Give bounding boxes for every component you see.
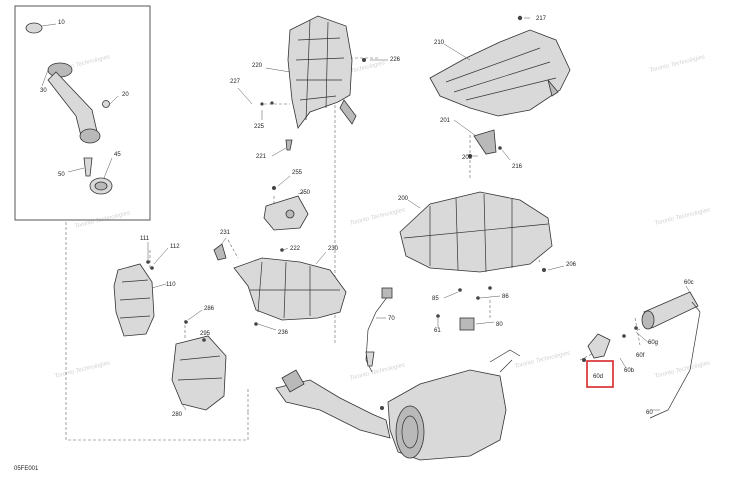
oxygen-sensor-70 bbox=[365, 287, 393, 373]
pipe-end-30 bbox=[79, 128, 101, 144]
diagram-code: 05FE001 bbox=[14, 466, 39, 472]
callout-210: 210 bbox=[434, 40, 445, 46]
callout-30: 30 bbox=[40, 88, 47, 94]
tailpipe-60 bbox=[582, 285, 701, 419]
callout-226: 226 bbox=[390, 57, 401, 63]
callout-222: 222 bbox=[290, 246, 301, 252]
watermark: Toronto Technologies bbox=[349, 362, 406, 382]
callout-60f: 60f bbox=[636, 353, 645, 359]
callout-231: 231 bbox=[220, 230, 231, 236]
callout-111: 111 bbox=[140, 236, 150, 242]
callout-206: 206 bbox=[566, 262, 577, 268]
callout-80: 80 bbox=[496, 322, 503, 328]
callout-60c: 60c bbox=[684, 280, 694, 286]
bracket-250 bbox=[263, 175, 309, 231]
callout-20: 20 bbox=[122, 92, 129, 98]
callout-230: 230 bbox=[328, 246, 339, 252]
highlight-60d bbox=[586, 360, 614, 388]
assembly-dashed-lines bbox=[65, 35, 641, 441]
exhaust-system bbox=[275, 349, 521, 461]
callout-221: 221 bbox=[256, 154, 267, 160]
heat-shield-230 bbox=[213, 237, 347, 331]
callout-200: 200 bbox=[398, 196, 409, 202]
callout-45: 45 bbox=[114, 152, 121, 158]
callout-112: 112 bbox=[170, 244, 180, 250]
callout-labels: 10 20 30 45 50 60 60b 60c 60d 60f 60g 61… bbox=[14, 16, 694, 472]
callout-86: 86 bbox=[502, 294, 509, 300]
sensor-50 bbox=[83, 157, 93, 177]
callout-295: 295 bbox=[200, 331, 211, 337]
bracket-group-80 bbox=[436, 286, 501, 331]
gasket-10 bbox=[25, 22, 43, 34]
catalyst-cover-200 bbox=[399, 191, 565, 273]
callout-60: 60 bbox=[646, 410, 653, 416]
callout-220: 220 bbox=[252, 63, 263, 69]
watermark: Toronto Technologies bbox=[54, 360, 111, 380]
callout-110: 110 bbox=[166, 282, 176, 288]
callout-227: 227 bbox=[230, 79, 241, 85]
upper-shield-210 bbox=[429, 15, 571, 161]
watermarks: Toronto Technologies Toronto Technologie… bbox=[54, 54, 711, 382]
callout-250: 250 bbox=[300, 190, 311, 196]
callout-217: 217 bbox=[536, 16, 547, 22]
watermark: Toronto Technologies bbox=[514, 350, 571, 370]
watermark: Toronto Technologies bbox=[349, 207, 406, 227]
detail-inset bbox=[14, 5, 151, 221]
seal-45-inner bbox=[94, 181, 108, 191]
callout-225: 225 bbox=[254, 124, 265, 130]
callout-70: 70 bbox=[388, 316, 395, 322]
callout-50: 50 bbox=[58, 172, 65, 178]
callout-60d: 60d bbox=[593, 374, 603, 380]
callout-236: 236 bbox=[278, 330, 289, 336]
callout-255: 255 bbox=[292, 170, 303, 176]
watermark: Toronto Technologies bbox=[654, 207, 711, 227]
watermark: Toronto Technologies bbox=[649, 54, 706, 74]
callout-216: 216 bbox=[512, 164, 523, 170]
callout-286: 286 bbox=[204, 306, 215, 312]
nut-20 bbox=[102, 100, 110, 108]
flange-30 bbox=[47, 62, 73, 78]
callout-280: 280 bbox=[172, 412, 183, 418]
callout-85: 85 bbox=[432, 296, 439, 302]
inset-frame bbox=[14, 5, 151, 221]
watermark: Toronto Technologies bbox=[654, 360, 711, 380]
callout-10: 10 bbox=[58, 20, 65, 26]
heat-shield-110 bbox=[113, 242, 169, 337]
callout-203: 203 bbox=[462, 155, 473, 161]
heat-shield-220 bbox=[237, 15, 388, 157]
callout-60g: 60g bbox=[648, 340, 658, 346]
callout-60b: 60b bbox=[624, 368, 635, 374]
heat-shield-280 bbox=[171, 309, 227, 411]
callout-61: 61 bbox=[434, 328, 441, 334]
callout-201: 201 bbox=[440, 118, 451, 124]
